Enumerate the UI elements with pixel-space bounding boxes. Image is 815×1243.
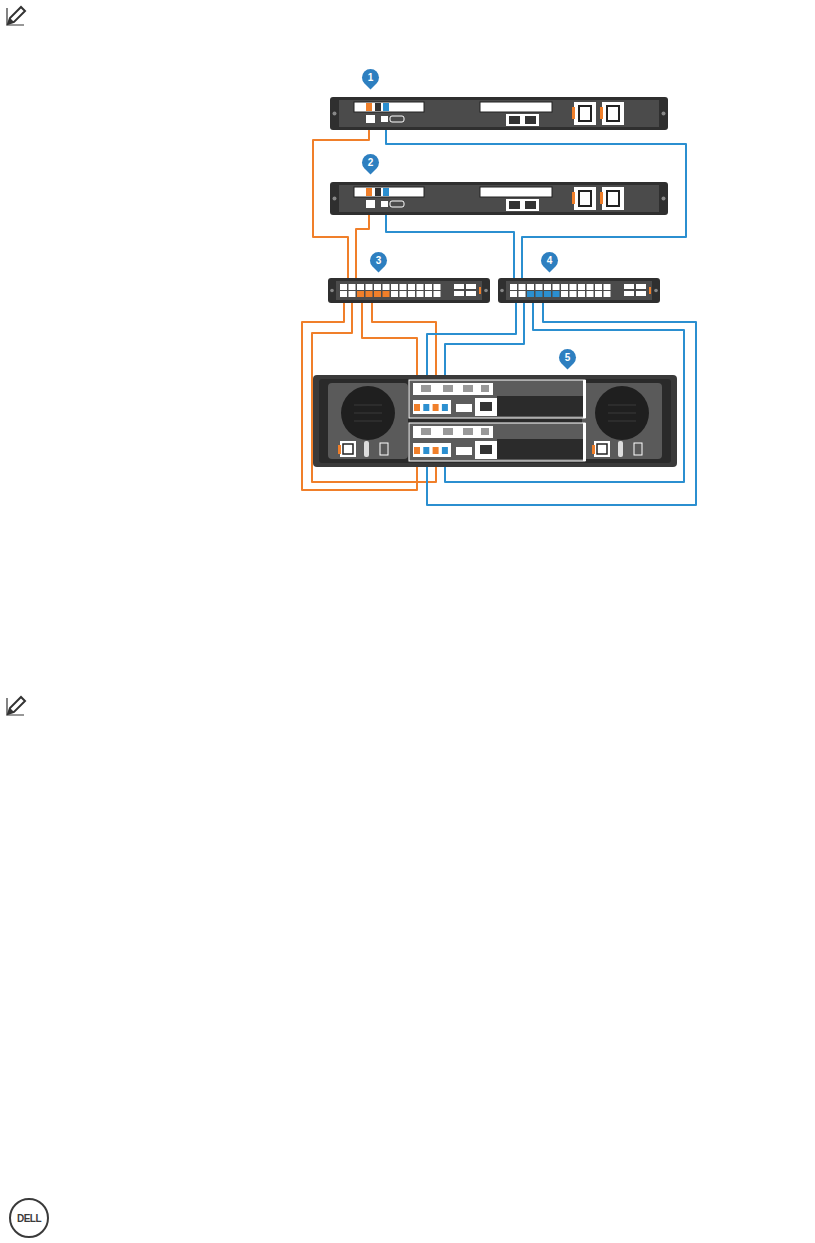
storage-array: 5 bbox=[313, 375, 677, 467]
network-switch: 3 bbox=[328, 278, 490, 303]
brand-logo: DELL bbox=[9, 1198, 49, 1238]
note-pencil-icon bbox=[6, 6, 26, 26]
server-unit-drawing bbox=[330, 182, 668, 215]
storage-array-drawing bbox=[313, 375, 677, 467]
callout-number: 5 bbox=[559, 349, 576, 366]
callout-number: 4 bbox=[541, 252, 558, 269]
brand-text: DELL bbox=[17, 1213, 41, 1224]
network-switch-drawing bbox=[498, 278, 660, 303]
callout-marker: 2 bbox=[358, 150, 382, 174]
callout-marker: 5 bbox=[555, 345, 579, 369]
callout-number: 1 bbox=[362, 69, 379, 86]
server-unit: 2 bbox=[330, 182, 668, 215]
callout-number: 2 bbox=[362, 154, 379, 171]
network-cable bbox=[362, 303, 417, 375]
network-switch: 4 bbox=[498, 278, 660, 303]
callout-marker: 4 bbox=[537, 248, 561, 272]
network-cable bbox=[386, 215, 514, 278]
network-cable bbox=[445, 303, 524, 375]
server-unit: 1 bbox=[330, 97, 668, 130]
server-unit-drawing bbox=[330, 97, 668, 130]
callout-marker: 3 bbox=[366, 248, 390, 272]
network-cable bbox=[427, 303, 696, 505]
note-pencil-icon bbox=[7, 697, 25, 715]
network-switch-drawing bbox=[328, 278, 490, 303]
callout-marker: 1 bbox=[358, 65, 382, 89]
network-cable bbox=[427, 303, 516, 375]
callout-number: 3 bbox=[370, 252, 387, 269]
network-cable bbox=[356, 215, 369, 278]
